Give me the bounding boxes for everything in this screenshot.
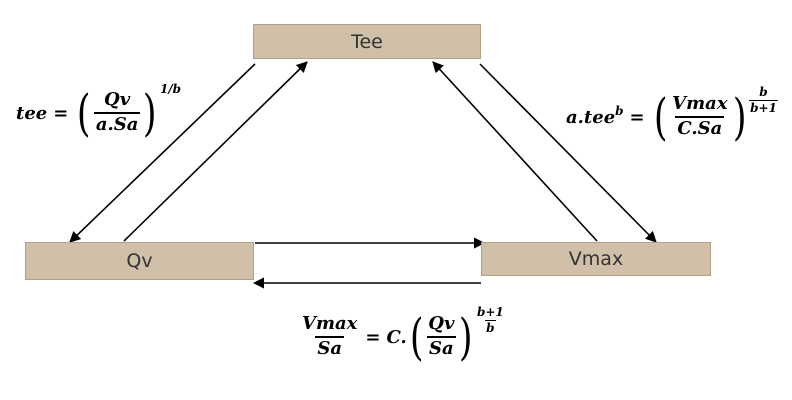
- formula-vmax-fraction: Vmax C.Sa: [670, 93, 729, 139]
- node-vmax: Vmax: [481, 242, 711, 276]
- formula-qv-equals: =: [365, 326, 381, 348]
- formula-vmax-exponent: b b+1: [749, 86, 778, 114]
- formula-qv-lhs-denominator: Sa: [315, 336, 345, 359]
- formula-tee-equals: =: [53, 102, 69, 124]
- formula-tee-numerator: Qv: [104, 89, 131, 111]
- formula-vmax-lhs-exponent: b: [615, 104, 624, 118]
- formula-qv: Vmax Sa = C. ( Qv Sa ) b+1 b: [300, 306, 505, 366]
- formula-vmax-paren-open: (: [653, 88, 668, 146]
- formula-tee-lhs: tee: [16, 102, 48, 124]
- formula-qv-lhs-fraction: Vmax Sa: [300, 313, 359, 359]
- formula-qv-paren-open: (: [409, 308, 424, 366]
- formula-tee-denominator: a.Sa: [93, 112, 141, 135]
- arrow-tee-to-vmax: [479, 63, 657, 243]
- formula-vmax-exponent-denominator: b+1: [749, 99, 778, 115]
- formula-qv-exponent-numerator: b+1: [476, 305, 504, 319]
- arrow-vmax-to-tee: [432, 61, 598, 242]
- formula-qv-coefficient: C.: [386, 326, 407, 348]
- formula-qv-exponent-denominator: b: [485, 319, 496, 335]
- formula-vmax-paren-close: ): [732, 88, 747, 146]
- formula-tee-fraction: Qv a.Sa: [93, 89, 141, 135]
- node-tee: Tee: [253, 24, 481, 59]
- node-qv: Qv: [25, 242, 254, 280]
- formula-tee: tee = ( Qv a.Sa ) 1/b: [16, 82, 181, 142]
- formula-tee-exponent: 1/b: [159, 82, 182, 96]
- formula-qv-fraction: Qv Sa: [426, 313, 456, 359]
- formula-qv-lhs-numerator: Vmax: [302, 313, 358, 335]
- formula-vmax-denominator: C.Sa: [675, 116, 725, 139]
- node-qv-label: Qv: [126, 250, 153, 272]
- formula-vmax-exponent-numerator: b: [759, 85, 768, 99]
- node-tee-label: Tee: [351, 30, 383, 53]
- arrow-tee-to-qv: [69, 63, 256, 243]
- formula-vmax-numerator: Vmax: [672, 93, 728, 115]
- node-vmax-label: Vmax: [568, 248, 624, 270]
- formula-qv-exponent: b+1 b: [476, 306, 505, 334]
- formula-qv-denominator: Sa: [427, 336, 456, 359]
- formula-tee-paren-open: (: [77, 84, 91, 142]
- formula-qv-paren-close: ): [459, 308, 474, 366]
- formula-tee-paren-close: ): [143, 84, 158, 142]
- arrow-qv-to-tee: [123, 61, 308, 242]
- formula-vmax-lhs-base: a.tee: [566, 106, 616, 128]
- formula-qv-numerator: Qv: [428, 313, 455, 335]
- formula-vmax-equals: =: [629, 106, 645, 128]
